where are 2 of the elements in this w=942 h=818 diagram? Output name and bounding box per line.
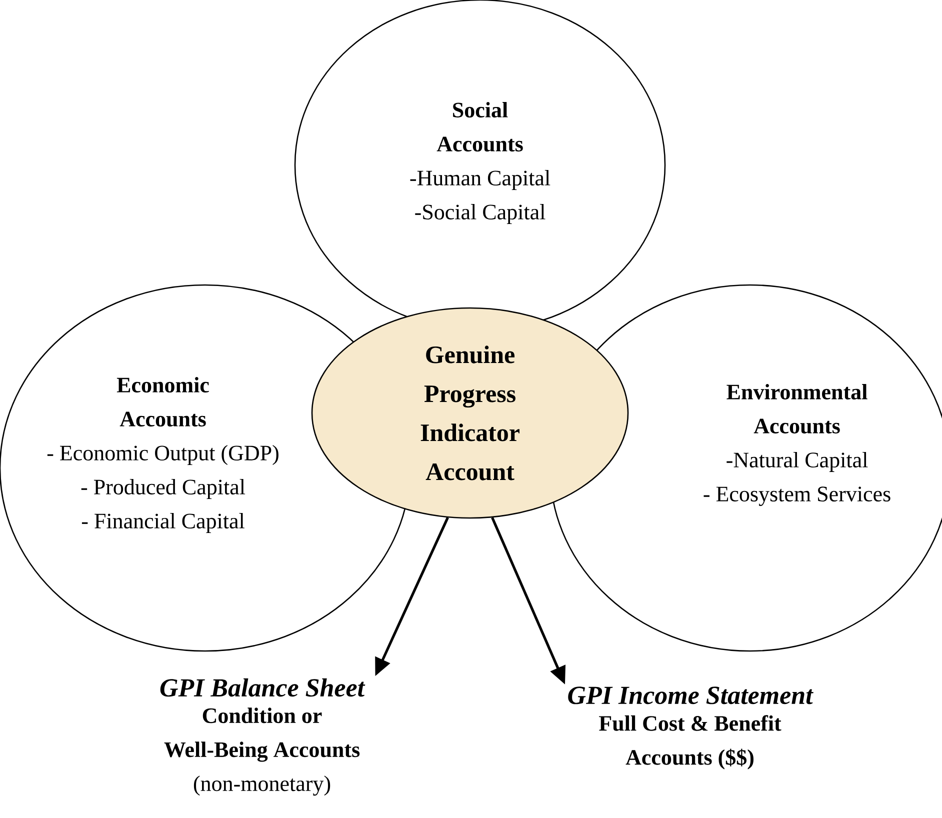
statement-text: GPI Balance Sheet Condition or Well-Being Accounts (non-monetary) <box>160 678 366 796</box>
statement-text: GPI Income Statement Full Cost & Benefit Accounts ($$) <box>568 686 814 770</box>
